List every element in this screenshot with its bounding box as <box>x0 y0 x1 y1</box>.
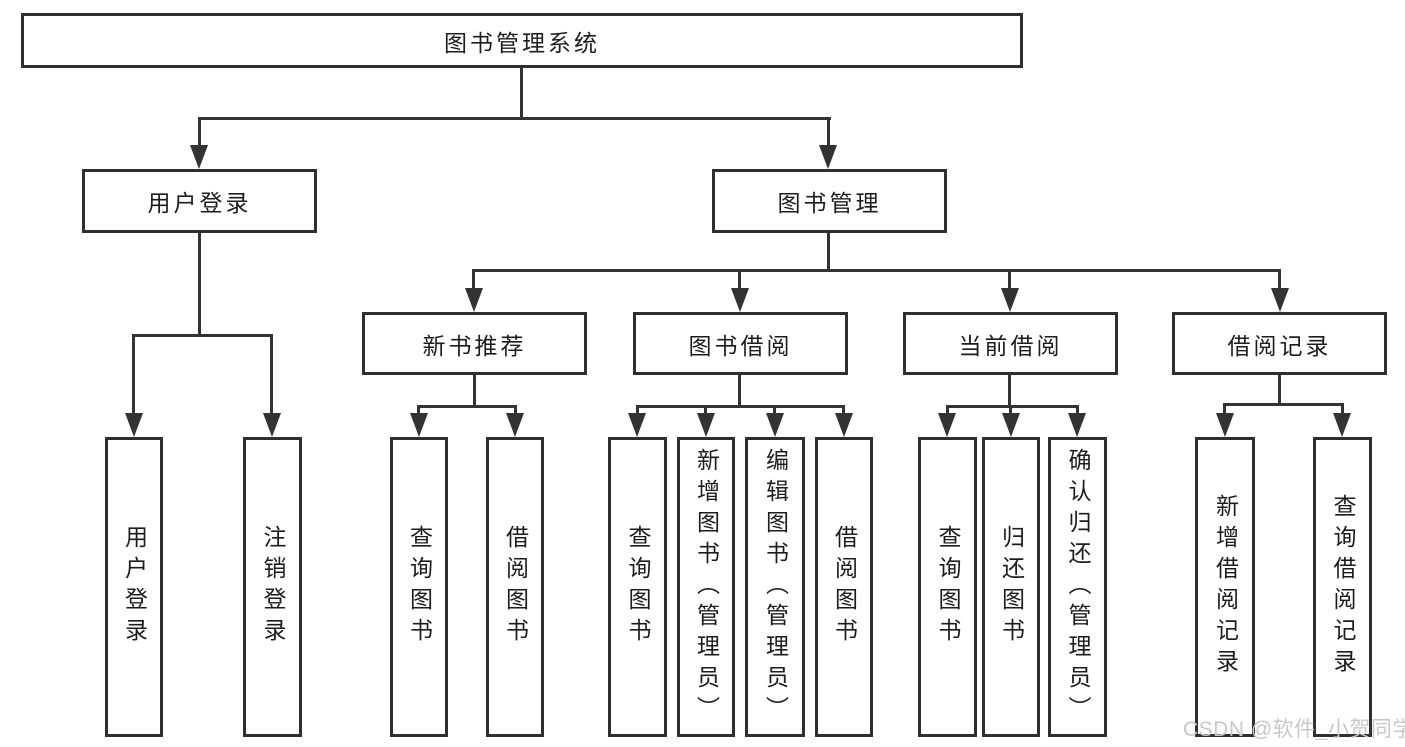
leaf-user-login: 用户登录 <box>105 437 163 737</box>
node-root: 图书管理系统 <box>21 13 1023 68</box>
connector-line <box>1009 405 1012 415</box>
connector-line <box>738 269 741 290</box>
connector-line <box>132 334 135 416</box>
connector-line <box>1278 269 1281 290</box>
connector-line <box>1223 403 1344 406</box>
connector-line <box>1341 403 1344 415</box>
leaf-confirm-return-admin: 确认归还（管理员） <box>1048 437 1107 737</box>
node-root-label: 图书管理系统 <box>444 29 600 56</box>
connector-line <box>198 117 831 120</box>
leaf-query-books-current: 查询图书 <box>918 437 977 737</box>
arrow-down-icon <box>410 413 428 437</box>
leaf-user-login-label: 用户登录 <box>121 525 148 649</box>
connector-line <box>1008 269 1011 290</box>
leaf-confirm-return-admin-label: 确认归还（管理员） <box>1065 447 1091 727</box>
connector-line <box>636 405 845 408</box>
connector-line <box>473 375 476 408</box>
leaf-borrow-books-recommend: 借阅图书 <box>486 437 544 737</box>
arrow-down-icon <box>819 145 837 169</box>
arrow-down-icon <box>263 413 281 437</box>
leaf-query-borrow-record-label: 查询借阅记录 <box>1330 494 1356 680</box>
connector-line <box>417 405 420 415</box>
connector-line <box>198 233 201 337</box>
leaf-logout-label: 注销登录 <box>260 525 286 649</box>
arrow-down-icon <box>731 288 749 312</box>
leaf-query-borrow-record: 查询借阅记录 <box>1313 437 1372 737</box>
leaf-query-books-recommend: 查询图书 <box>390 437 448 737</box>
connector-line <box>198 117 201 147</box>
connector-line <box>1223 403 1226 415</box>
connector-line <box>132 334 273 337</box>
connector-line <box>472 269 1281 272</box>
leaf-add-borrow-record-label: 新增借阅记录 <box>1212 494 1239 680</box>
connector-line <box>704 405 707 415</box>
connector-line <box>417 405 517 408</box>
node-new-book-recommend-label: 新书推荐 <box>422 332 527 359</box>
leaf-add-borrow-record: 新增借阅记录 <box>1195 437 1255 737</box>
leaf-add-books-admin: 新增图书（管理员） <box>677 437 735 737</box>
leaf-edit-books-admin-label: 编辑图书（管理员） <box>762 447 789 727</box>
leaf-logout: 注销登录 <box>243 437 302 737</box>
arrow-down-icon <box>835 413 853 437</box>
node-book-management: 图书管理 <box>712 169 947 233</box>
leaf-query-books-current-label: 查询图书 <box>935 525 961 649</box>
arrow-down-icon <box>938 413 956 437</box>
arrow-down-icon <box>1002 413 1020 437</box>
arrow-down-icon <box>1333 413 1351 437</box>
arrow-down-icon <box>766 413 784 437</box>
connector-line <box>946 405 1079 408</box>
node-new-book-recommend: 新书推荐 <box>362 312 587 375</box>
connector-line <box>773 405 776 415</box>
node-borrow-records: 借阅记录 <box>1172 312 1387 375</box>
connector-line <box>827 117 830 147</box>
connector-line <box>520 68 523 120</box>
arrow-down-icon <box>1216 413 1234 437</box>
connector-line <box>514 405 517 415</box>
node-current-borrow: 当前借阅 <box>903 312 1118 375</box>
leaf-edit-books-admin: 编辑图书（管理员） <box>745 437 805 737</box>
csdn-watermark: CSDN @软件_小贺同学 <box>1183 718 1405 741</box>
connector-line <box>636 405 639 415</box>
leaf-borrow-books-recommend-label: 借阅图书 <box>502 525 529 649</box>
node-user-login: 用户登录 <box>82 169 317 233</box>
arrow-down-icon <box>1001 288 1019 312</box>
arrow-down-icon <box>465 288 483 312</box>
arrow-down-icon <box>125 413 143 437</box>
leaf-return-books-label: 归还图书 <box>998 525 1025 649</box>
connector-line <box>472 269 475 290</box>
connector-line <box>946 405 949 415</box>
connector-line <box>1008 375 1011 408</box>
arrow-down-icon <box>697 413 715 437</box>
connector-line <box>827 233 830 272</box>
leaf-query-books-borrow: 查询图书 <box>608 437 667 737</box>
leaf-add-books-admin-label: 新增图书（管理员） <box>693 447 720 727</box>
connector-line <box>842 405 845 415</box>
leaf-query-books-recommend-label: 查询图书 <box>406 525 433 649</box>
leaf-return-books: 归还图书 <box>982 437 1040 737</box>
arrow-down-icon <box>506 413 524 437</box>
node-book-borrow: 图书借阅 <box>633 312 848 375</box>
node-borrow-records-label: 借阅记录 <box>1227 332 1332 359</box>
node-book-borrow-label: 图书借阅 <box>688 332 793 359</box>
arrow-down-icon <box>628 413 646 437</box>
node-current-borrow-label: 当前借阅 <box>958 332 1063 359</box>
leaf-borrow-books: 借阅图书 <box>815 437 873 737</box>
connector-line <box>738 375 741 408</box>
arrow-down-icon <box>1068 413 1086 437</box>
node-user-login-label: 用户登录 <box>147 190 252 216</box>
arrow-down-icon <box>1271 288 1289 312</box>
connector-line <box>270 334 273 416</box>
leaf-query-books-borrow-label: 查询图书 <box>625 525 651 649</box>
connector-line <box>1278 375 1281 406</box>
node-book-management-label: 图书管理 <box>777 190 882 216</box>
connector-line <box>1076 405 1079 415</box>
arrow-down-icon <box>190 145 208 169</box>
leaf-borrow-books-label: 借阅图书 <box>831 525 858 649</box>
